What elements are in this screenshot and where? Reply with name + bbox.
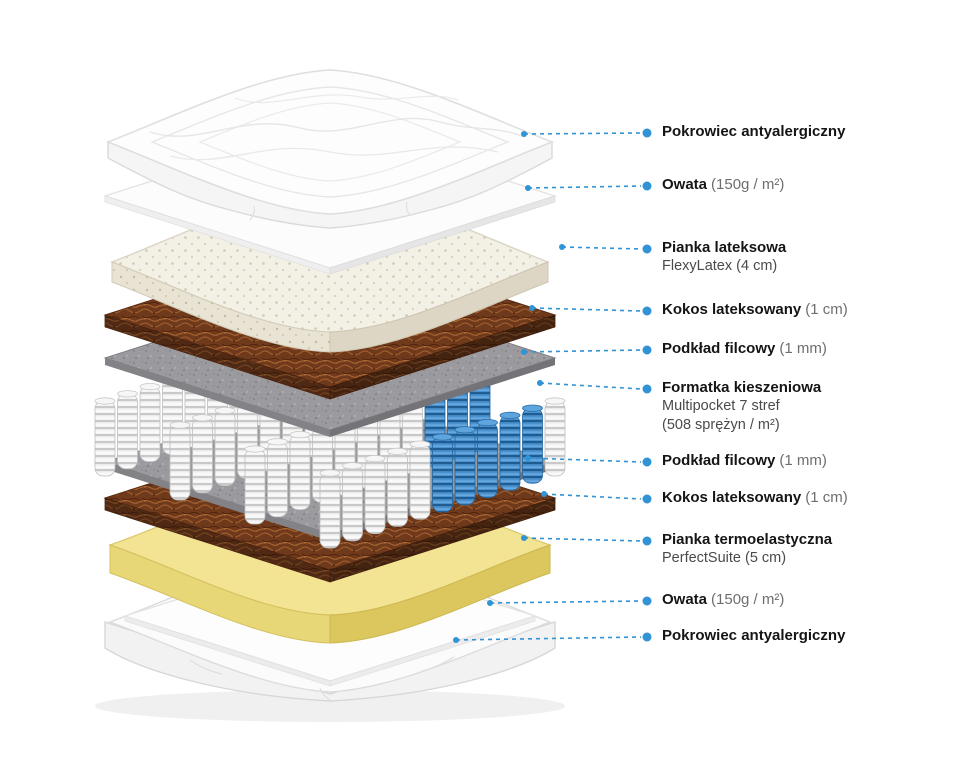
layer-connector (453, 632, 652, 643)
pocket-spring (139, 382, 161, 463)
layer-connector (525, 181, 652, 191)
connector-dashed-line (527, 185, 642, 189)
pocket-spring (544, 397, 566, 477)
pocket-spring (267, 438, 288, 518)
label-cover-top: Pokrowiec antyalergiczny (662, 122, 849, 141)
connector-bullet-dot (642, 457, 652, 467)
layer-connector (521, 128, 652, 138)
connector-bullet-dot (642, 306, 652, 316)
label-latex: Pianka lateksowa FlexyLatex (4 cm) (662, 238, 790, 276)
layer-connector (541, 491, 652, 504)
connector-layer-dot (453, 637, 459, 643)
layer-connector (521, 345, 652, 355)
label-memory-foam: Pianka termoelastyczna PerfectSuite (5 c… (662, 530, 836, 568)
connector-bullet-dot (642, 536, 652, 546)
label-owata-bottom: Owata(150g / m²) (662, 591, 785, 608)
label-sub: (508 sprężyn / m²) (662, 417, 780, 433)
connector-dashed-line (455, 636, 642, 641)
connector-bullet-dot (642, 345, 652, 355)
label-name: Formatka kieszeniowa (662, 379, 822, 396)
label-sub: PerfectSuite (5 cm) (662, 550, 787, 566)
label-name: Pianka lateksowa (662, 239, 787, 256)
layer-connector (525, 455, 652, 467)
connector-layer-dot (525, 455, 531, 461)
pocket-spring (94, 397, 116, 477)
pocket-spring-blue (499, 411, 521, 491)
connector-bullet-dot (642, 596, 652, 606)
pocket-spring (214, 406, 236, 487)
connector-layer-dot (487, 600, 493, 606)
connector-dashed-line (543, 493, 642, 500)
label-owata-top: Owata(150g / m²) (662, 176, 785, 193)
layer-connector (529, 305, 652, 316)
label-name: Owata (662, 176, 708, 193)
pocket-spring (192, 414, 213, 494)
pocket-spring-blue (454, 426, 476, 506)
connector-bullet-dot (642, 632, 652, 642)
pocket-spring (244, 445, 266, 525)
layer-connector (521, 535, 652, 546)
connector-dashed-line (531, 307, 642, 312)
connector-bullet-dot (642, 384, 652, 394)
ground-shadow (95, 690, 565, 722)
label-cover-bottom: Pokrowiec antyalergiczny (662, 626, 849, 645)
connector-dashed-line (527, 457, 642, 463)
pocket-spring (319, 469, 341, 549)
connector-bullet-dot (642, 181, 652, 191)
label-felt-bottom: Podkład filcowy(1 mm) (662, 452, 827, 469)
label-name: Podkład filcowy (662, 452, 776, 469)
label-sub: Multipocket 7 stref (662, 398, 780, 414)
pocket-spring (169, 421, 191, 501)
label-coconut-bottom: Kokos lateksowany(1 cm) (662, 489, 848, 506)
connector-dashed-line (523, 537, 642, 542)
layer-connector (559, 244, 652, 254)
pocket-spring (364, 454, 386, 535)
label-name: Pianka termoelastyczna (662, 531, 833, 548)
connector-layer-dot (521, 349, 527, 355)
connector-dashed-line (539, 382, 642, 390)
connector-lines (453, 128, 652, 643)
layer-connector (537, 380, 652, 394)
layer-connector (487, 596, 652, 606)
connector-dashed-line (523, 132, 642, 135)
layer-top-cover (105, 69, 555, 229)
label-name: Kokos lateksowany (662, 301, 802, 318)
label-felt-top: Podkład filcowy(1 mm) (662, 340, 827, 357)
pocket-spring (409, 440, 431, 520)
pocket-spring (387, 447, 408, 527)
connector-bullet-dot (642, 244, 652, 254)
pocket-spring-blue (522, 404, 543, 484)
label-coconut-top: Kokos lateksowany(1 cm) (662, 301, 848, 318)
connector-layer-dot (537, 380, 543, 386)
pocket-spring (342, 462, 363, 542)
connector-bullet-dot (642, 494, 652, 504)
label-sub: FlexyLatex (4 cm) (662, 258, 778, 274)
connector-layer-dot (525, 185, 531, 191)
pocket-spring-blue (477, 418, 498, 499)
label-name: Pokrowiec antyalergiczny (662, 123, 846, 140)
connector-dashed-line (489, 600, 642, 604)
connector-layer-dot (541, 491, 547, 497)
pocket-spring (289, 430, 311, 511)
connector-dashed-line (561, 246, 642, 250)
label-name: Podkład filcowy (662, 340, 776, 357)
connector-layer-dot (559, 244, 565, 250)
connector-bullet-dot (642, 128, 652, 138)
connector-layer-dot (529, 305, 535, 311)
label-springs: Formatka kieszeniowa Multipocket 7 stref… (662, 378, 825, 435)
pocket-spring-blue (432, 433, 453, 513)
pocket-spring (117, 390, 138, 470)
connector-dashed-line (523, 349, 642, 353)
connector-layer-dot (521, 535, 527, 541)
connector-layer-dot (521, 131, 527, 137)
label-name: Owata (662, 591, 708, 608)
label-name: Pokrowiec antyalergiczny (662, 627, 846, 644)
label-name: Kokos lateksowany (662, 489, 802, 506)
